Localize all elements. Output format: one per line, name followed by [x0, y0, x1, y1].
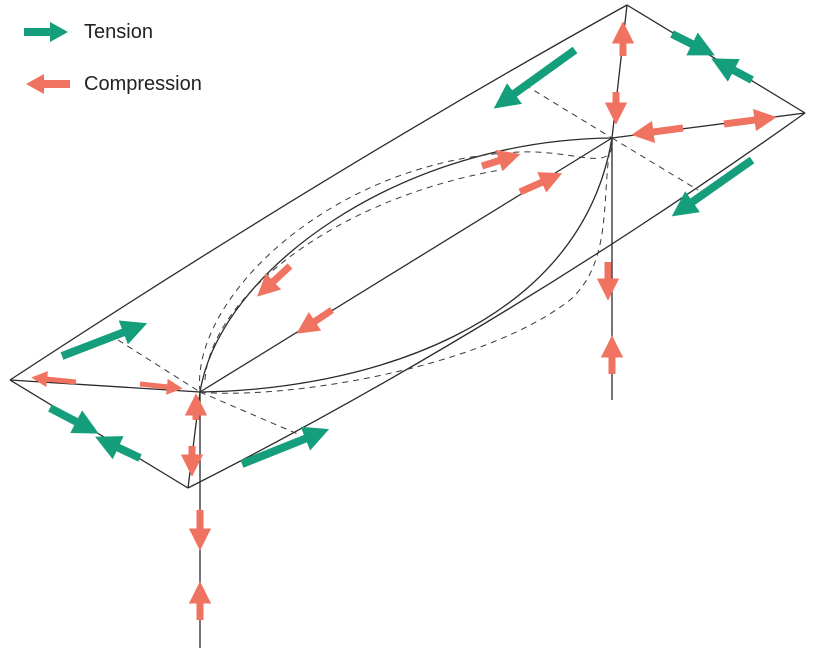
tension-arrow [671, 156, 755, 217]
tension-arrow [240, 426, 330, 468]
tension-arrow [60, 320, 148, 360]
arch-lower-curve [199, 137, 613, 393]
legend-label-tension: Tension [84, 20, 153, 43]
legend-label-compression: Compression [84, 72, 202, 95]
compression-arrows [31, 21, 777, 620]
compression-arrow-icon [26, 74, 70, 94]
guide-right-upper [524, 84, 613, 139]
tension-arrow [711, 58, 754, 84]
tension-arrows [48, 30, 755, 468]
guide-ellipse-upper [199, 137, 613, 393]
compression-arrow [257, 263, 293, 297]
edge-top [9, 4, 628, 381]
tension-arrow-icon [24, 22, 68, 42]
compression-arrow [480, 149, 521, 172]
dashed-guides [117, 84, 699, 436]
tension-arrow [48, 404, 99, 434]
guide-left-lower [199, 391, 301, 436]
guide-inner-arc [204, 169, 501, 381]
legend-item-tension: Tension [22, 14, 202, 50]
legend: Tension Compression [22, 14, 202, 118]
edge-right-top [626, 4, 806, 114]
tension-arrow [493, 46, 578, 109]
arch-upper-curve [199, 137, 613, 393]
guide-left-upper [117, 339, 201, 393]
compression-arrow [723, 108, 777, 132]
tension-arrow [670, 30, 715, 56]
compression-arrow [296, 307, 334, 334]
tie-top [611, 4, 628, 139]
edge-bottom [187, 112, 806, 489]
compression-arrow [518, 172, 563, 196]
edge-left-bottom [9, 379, 189, 489]
tension-arrow [95, 436, 142, 462]
compression-arrow [31, 371, 77, 388]
guide-right-lower [611, 137, 699, 191]
legend-item-compression: Compression [22, 66, 202, 102]
compression-arrow [139, 378, 183, 395]
compression-arrow [631, 120, 684, 144]
